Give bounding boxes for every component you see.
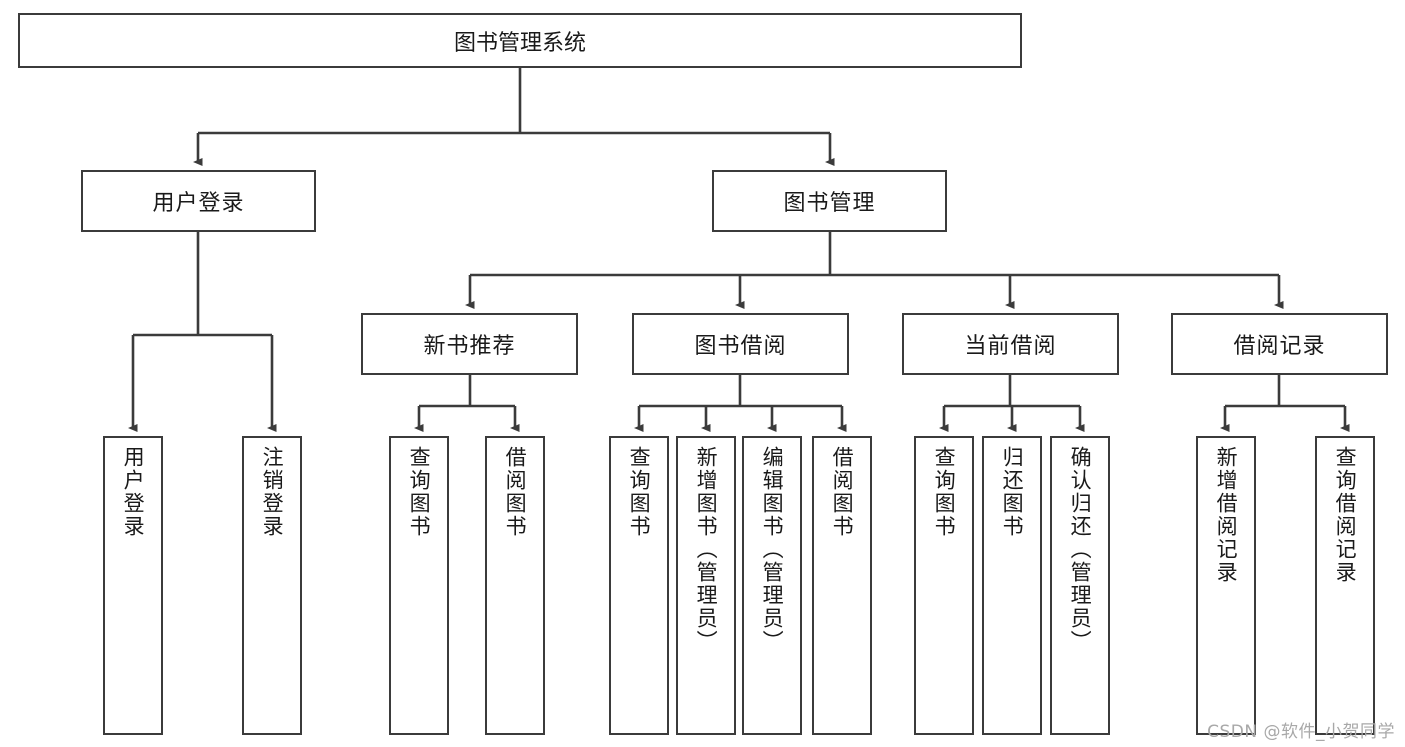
leaf-current-borrow-query-book[interactable]: 查询图书 [914,436,974,735]
leaf-borrow-record-query-record[interactable]: 查询借阅记录 [1315,436,1375,735]
node-label: 借阅图书 [830,446,855,538]
node-label: 用户登录 [152,191,245,216]
node-label: 图书借阅 [694,334,787,359]
leaf-borrow-record-add-record[interactable]: 新增借阅记录 [1196,436,1256,735]
node-book-management[interactable]: 图书管理 [712,170,947,232]
node-label: 新书推荐 [423,334,516,359]
node-label: 查询借阅记录 [1333,446,1358,584]
node-label: 查询图书 [627,446,652,538]
leaf-book-borrow-add-book-admin[interactable]: 新增图书（管理员） [676,436,736,735]
node-label: 图书管理 [783,191,876,216]
node-label: 归还图书 [1000,446,1025,538]
leaf-current-borrow-return-book[interactable]: 归还图书 [982,436,1042,735]
node-label: 查询图书 [407,446,432,538]
node-new-book-recommend[interactable]: 新书推荐 [361,313,578,375]
node-borrow-record[interactable]: 借阅记录 [1171,313,1388,375]
leaf-new-book-query-book[interactable]: 查询图书 [389,436,449,735]
node-label: 图书管理系统 [453,30,586,56]
leaf-book-borrow-borrow-book[interactable]: 借阅图书 [812,436,872,735]
node-label: 编辑图书（管理员） [760,446,785,653]
csdn-watermark: CSDN @软件_小贺同学 [1207,722,1395,742]
node-root-book-management-system[interactable]: 图书管理系统 [18,13,1022,68]
node-current-borrow[interactable]: 当前借阅 [902,313,1119,375]
leaf-user-login-login[interactable]: 用户登录 [103,436,163,735]
node-label: 当前借阅 [964,334,1057,359]
node-label: 新增借阅记录 [1214,446,1239,584]
leaf-current-borrow-confirm-return-admin[interactable]: 确认归还（管理员） [1050,436,1110,735]
node-label: 确认归还（管理员） [1068,446,1093,653]
leaf-user-login-logout[interactable]: 注销登录 [242,436,302,735]
leaf-new-book-borrow-book[interactable]: 借阅图书 [485,436,545,735]
node-book-borrow[interactable]: 图书借阅 [632,313,849,375]
leaf-book-borrow-query-book[interactable]: 查询图书 [609,436,669,735]
node-label: 借阅记录 [1233,334,1326,359]
node-label: 新增图书（管理员） [694,446,719,653]
node-label: 借阅图书 [503,446,528,538]
node-label: 查询图书 [932,446,957,538]
leaf-book-borrow-edit-book-admin[interactable]: 编辑图书（管理员） [742,436,802,735]
node-label: 注销登录 [260,446,285,538]
node-user-login[interactable]: 用户登录 [81,170,316,232]
node-label: 用户登录 [121,446,146,538]
